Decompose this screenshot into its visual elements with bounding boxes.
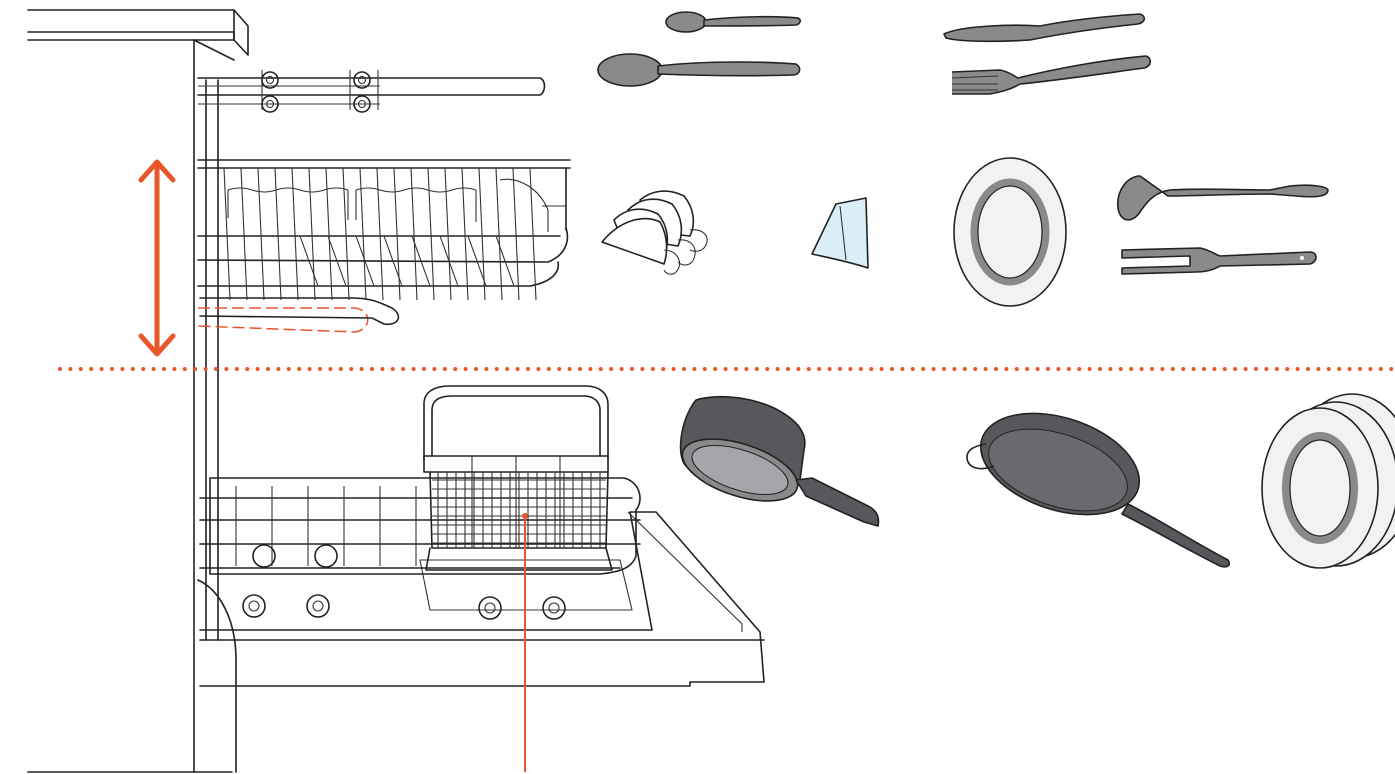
teaspoon [666, 12, 800, 32]
serving-fork [1122, 248, 1316, 274]
ladle [1118, 176, 1328, 220]
cutlery-basket-pointer-line [522, 513, 528, 772]
dishwasher-door [200, 512, 764, 686]
saucepan [675, 397, 879, 526]
dinner-plate [954, 158, 1066, 306]
glass [812, 198, 868, 268]
frying-pan [967, 395, 1229, 567]
cups [602, 191, 707, 274]
upper-rack [198, 160, 570, 332]
tablespoon [598, 54, 800, 86]
upper-rack-height-adjust-arrow [141, 162, 173, 354]
knife [944, 14, 1144, 41]
plates [1262, 394, 1395, 568]
fork [952, 56, 1150, 94]
dishwasher-body [28, 10, 545, 772]
